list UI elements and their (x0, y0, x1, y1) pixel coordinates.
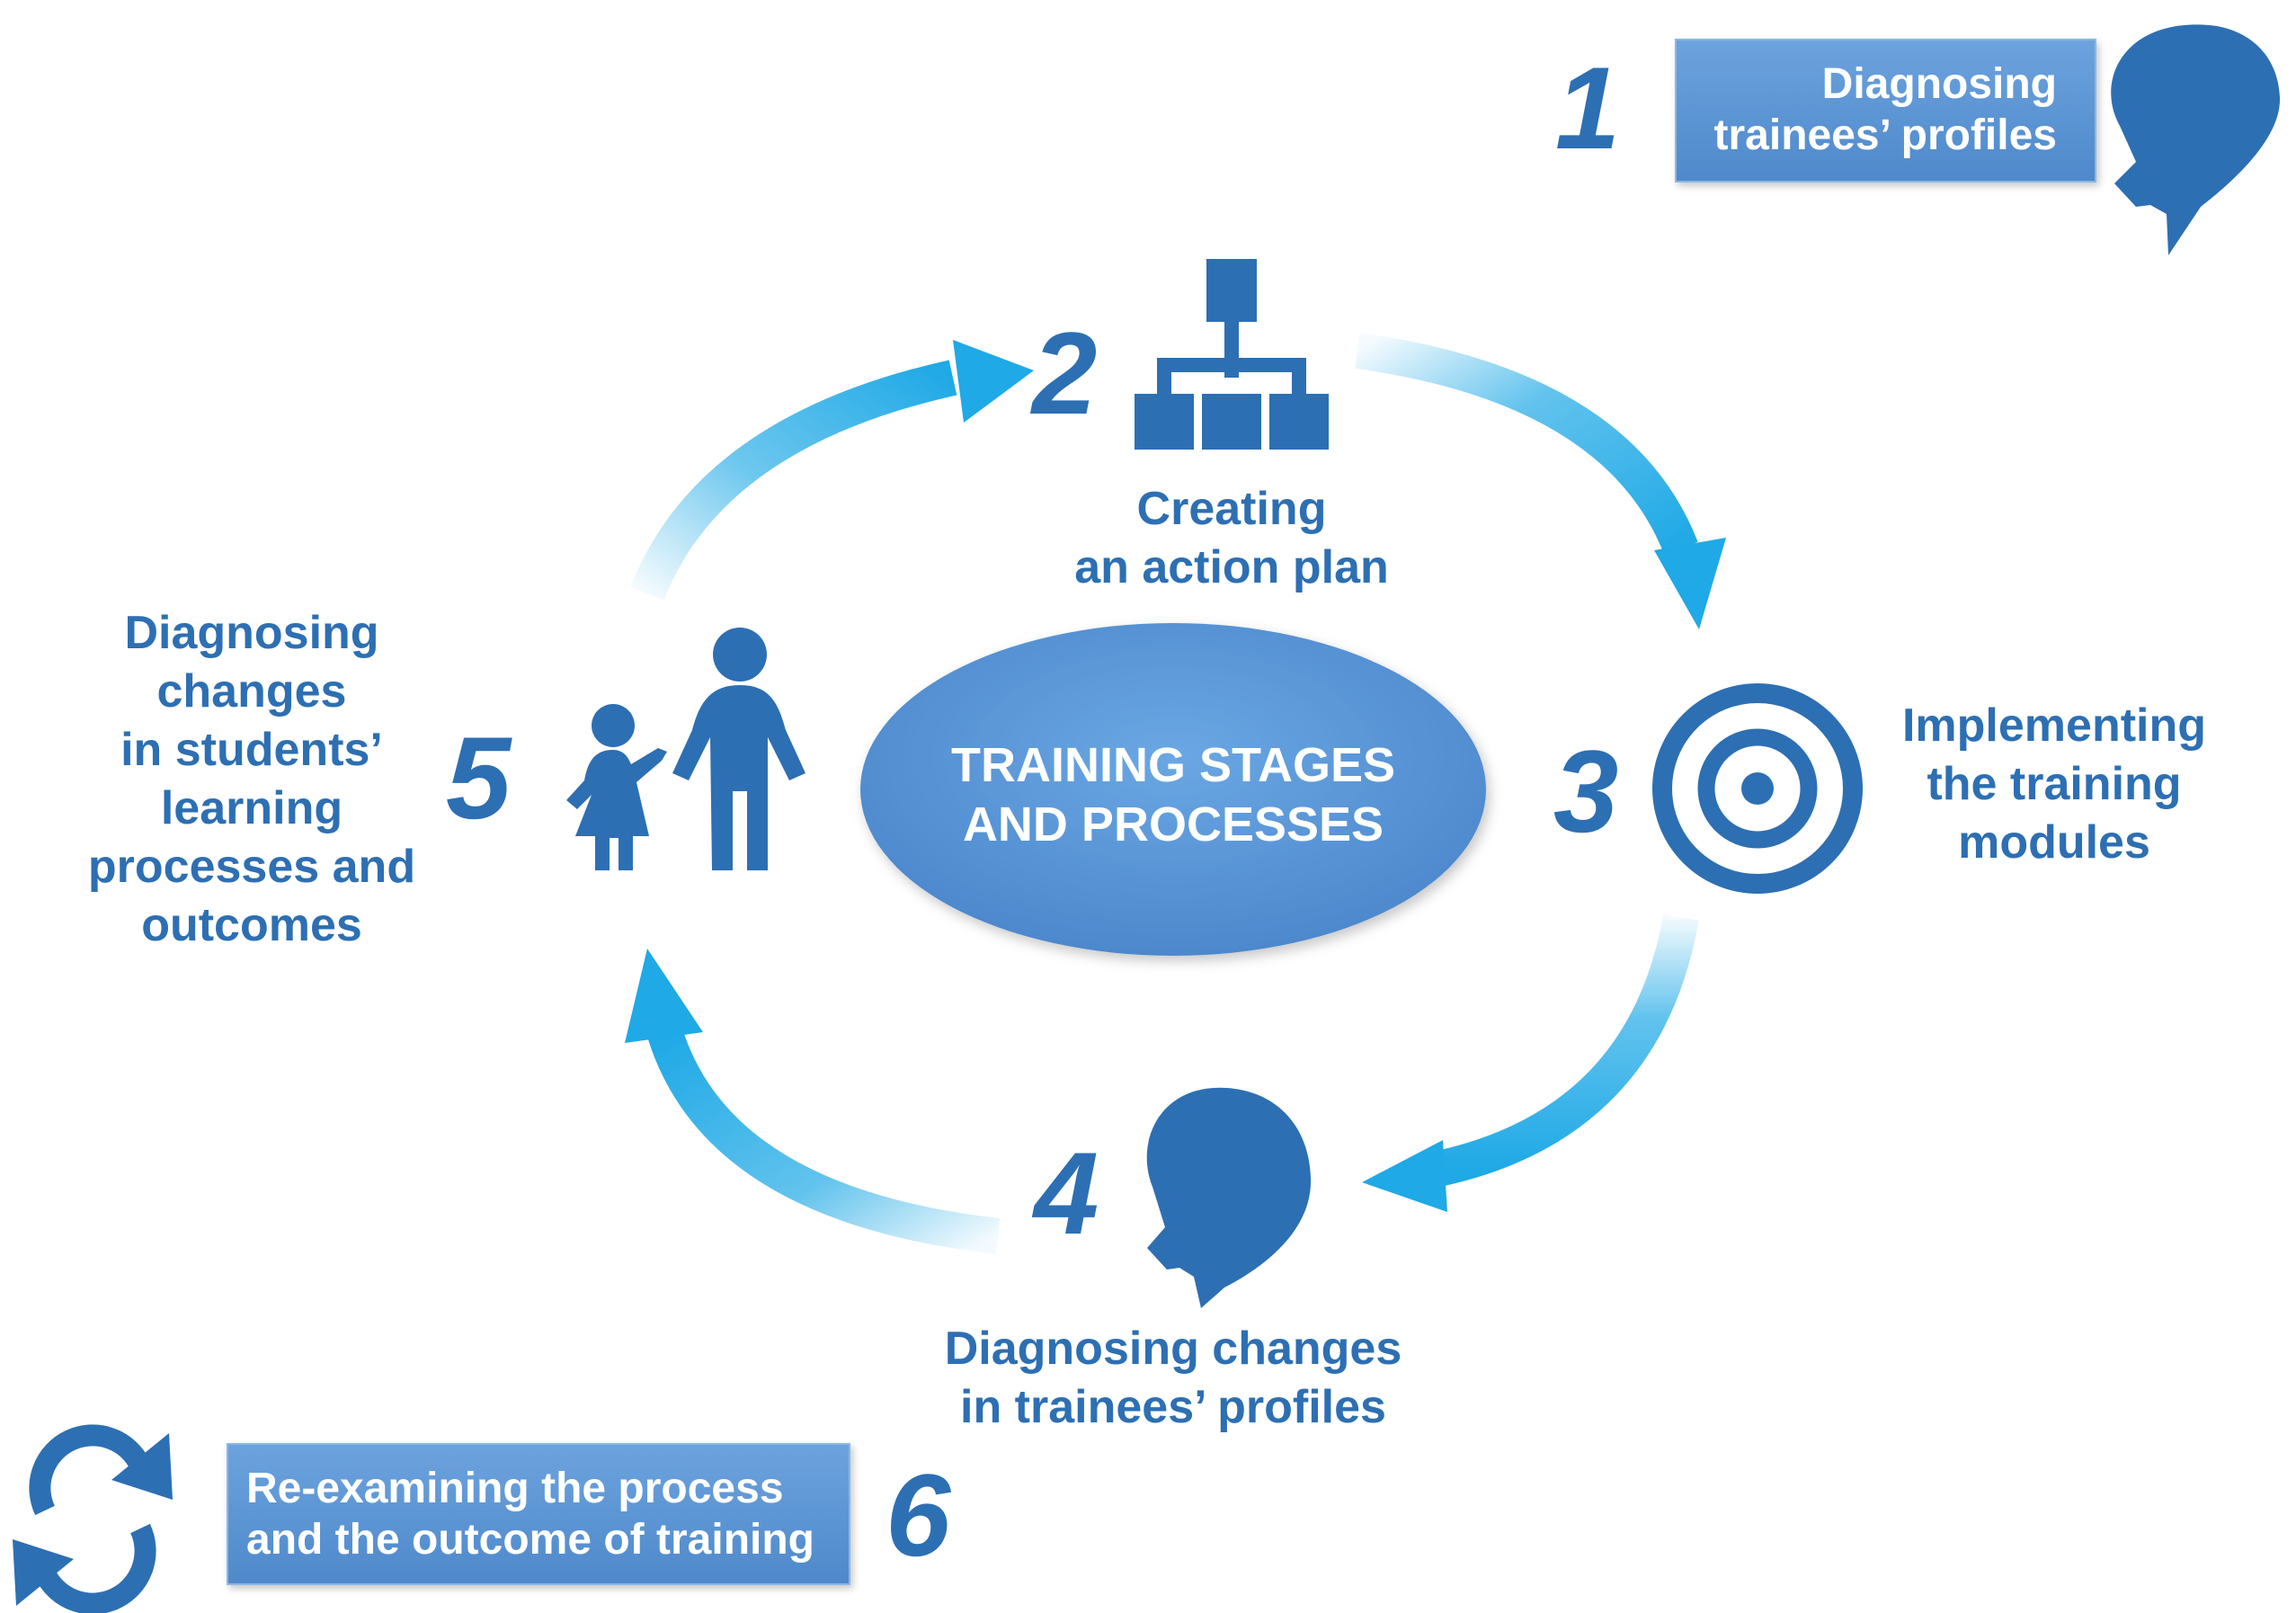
stage-1-number: 1 (1555, 42, 1621, 174)
head-icon (1146, 1087, 1312, 1308)
refresh-cycle-icon (13, 1424, 173, 1613)
head-icon (2111, 24, 2281, 255)
stage-1-label-line-1: Diagnosing (1821, 60, 2057, 108)
stage-5-label-line-4: learning (160, 782, 343, 834)
stage-2-number: 2 (1032, 307, 1098, 439)
stage-5-label-line-3: in students’ (120, 724, 383, 776)
stage-6-number: 6 (885, 1449, 951, 1581)
stage-3-label-line-2: the training (1927, 758, 2182, 810)
stage-6-label-line-2: and the outcome of training (246, 1516, 814, 1564)
stage-5-label-line-5: processes and (87, 841, 416, 893)
cycle-arrow-3-to-4 (1362, 913, 1699, 1212)
stage-2-label-line-1: Creating (1136, 483, 1327, 535)
stage-2-label-line-2: an action plan (1074, 541, 1389, 593)
stage-5-number: 5 (446, 712, 512, 843)
center-ellipse (860, 623, 1486, 956)
stage-4-label: Diagnosing changes in trainees’ profiles (917, 1320, 1429, 1437)
stage-4-label-line-1: Diagnosing changes (944, 1323, 1402, 1375)
cycle-arrow-4-to-5 (625, 949, 1001, 1254)
center-title-line-2: AND PROCESSES (962, 798, 1384, 851)
stage-3-label: Implementing the training modules (1865, 697, 2243, 872)
target-icon (1652, 683, 1863, 894)
stage-4-number: 4 (1034, 1127, 1099, 1259)
stage-5-label-line-1: Diagnosing (124, 607, 379, 659)
stage-1-label-box: Diagnosing trainees’ profiles (1675, 39, 2096, 183)
stage-6-label-line-1: Re-examining the process (246, 1465, 784, 1512)
hierarchy-icon (1135, 259, 1329, 450)
stage-5-label-line-2: changes (156, 665, 347, 717)
adult-child-icon (566, 628, 805, 870)
stage-1-label-line-2: trainees’ profiles (1713, 111, 2058, 159)
center-title: TRAINING STAGES AND PROCESSES (860, 735, 1486, 854)
stage-2-label: Creating an action plan (1052, 480, 1411, 597)
center-title-line-1: TRAINING STAGES (950, 738, 1395, 792)
cycle-arrow-5-to-2 (630, 340, 1034, 601)
cycle-arrow-2-to-3 (1355, 333, 1726, 629)
stage-3-number: 3 (1553, 726, 1619, 857)
stage-5-label: Diagnosing changes in students’ learning… (54, 604, 449, 955)
stage-3-label-line-3: modules (1958, 816, 2150, 869)
stage-5-label-line-6: outcomes (141, 899, 362, 951)
stage-6-label-box: Re-examining the process and the outcome… (227, 1443, 850, 1585)
stage-3-label-line-1: Implementing (1901, 700, 2207, 752)
stage-4-label-line-2: in trainees’ profiles (960, 1381, 1386, 1433)
